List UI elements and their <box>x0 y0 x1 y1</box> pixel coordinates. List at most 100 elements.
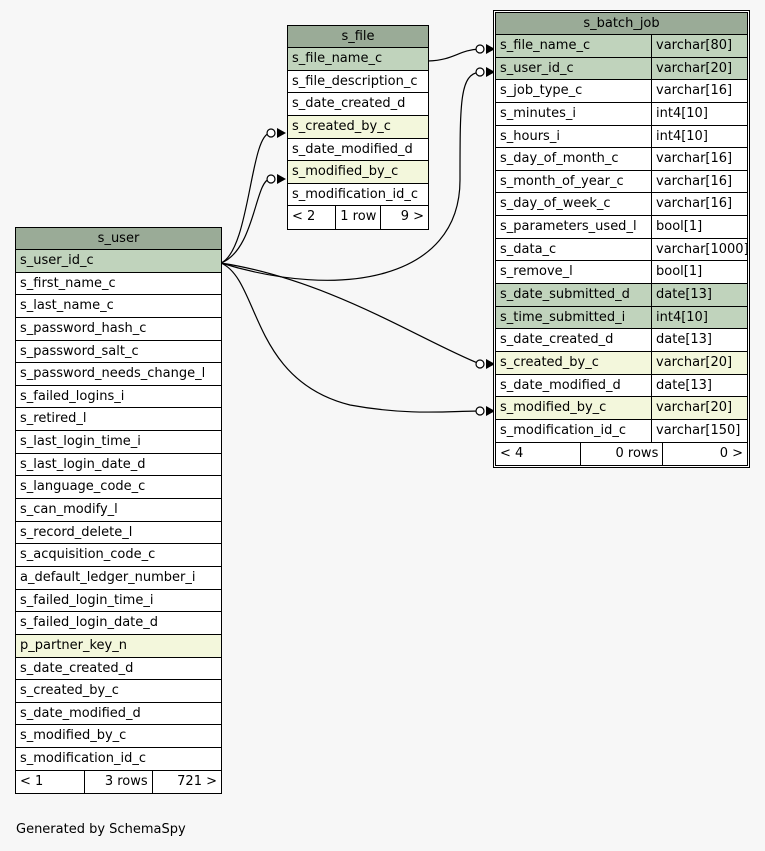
column-type: bool[1] <box>651 216 747 238</box>
column-row[interactable]: p_partner_key_n <box>16 634 221 658</box>
footer-right[interactable]: 9 > <box>400 209 425 225</box>
table-s-user[interactable]: s_user s_user_id_c s_first_name_c s_last_n… <box>15 227 222 795</box>
column-name: s_date_submitted_d <box>500 287 630 303</box>
column-type: varchar[150] <box>651 419 747 442</box>
column-name: a_default_ledger_number_i <box>20 569 196 585</box>
generated-by-note: Generated by SchemaSpy <box>16 822 186 837</box>
table-title[interactable]: s_batch_job <box>496 13 747 35</box>
column-name: s_acquisition_code_c <box>20 547 156 563</box>
column-row[interactable]: s_first_name_c <box>16 273 221 296</box>
column-name: s_user_id_c <box>20 253 94 268</box>
footer-mid[interactable]: 0 rows <box>579 442 664 466</box>
zero-many-marker <box>475 67 485 77</box>
column-row[interactable]: s_date_modified_d <box>288 139 428 162</box>
column-row[interactable]: s_created_by_c <box>16 680 221 703</box>
column-row[interactable]: s_record_delete_l <box>16 522 221 545</box>
column-name: s_failed_logins_i <box>20 388 125 404</box>
column-row[interactable]: s_modification_id_c <box>288 184 428 207</box>
column-row[interactable]: s_date_created_d <box>288 93 428 116</box>
column-name: s_created_by_c <box>20 683 119 699</box>
column-name: s_failed_login_date_d <box>20 615 159 631</box>
column-type: varchar[20] <box>651 397 747 419</box>
column-name: s_date_modified_d <box>20 705 141 721</box>
column-row[interactable]: s_date_modified_d <box>16 703 221 726</box>
column-row[interactable]: s_acquisition_code_c <box>16 544 221 567</box>
column-row[interactable]: s_date_created_d <box>16 658 221 681</box>
column-row[interactable]: s_password_hash_c <box>16 318 221 341</box>
column-name: s_language_code_c <box>20 479 146 495</box>
column-row[interactable]: s_last_login_date_d <box>16 454 221 477</box>
column-name: s_month_of_year_c <box>500 173 624 189</box>
zero-many-marker <box>475 359 485 369</box>
column-row[interactable]: s_language_code_c <box>16 476 221 500</box>
footer-left[interactable]: < 2 <box>292 209 316 225</box>
column-row[interactable]: s_failed_login_time_i <box>16 590 221 613</box>
column-type: date[13] <box>651 329 747 351</box>
column-name: s_last_name_c <box>20 298 114 314</box>
column-type: varchar[16] <box>651 80 747 102</box>
column-row[interactable]: s_modified_by_c <box>16 725 221 749</box>
column-row[interactable]: s_can_modify_l <box>16 499 221 522</box>
footer-right[interactable]: 0 > <box>719 445 744 461</box>
column-row[interactable]: s_last_name_c <box>16 295 221 318</box>
column-row[interactable]: s_retired_l <box>16 408 221 432</box>
table-footer: < 2 1 row 9 > <box>288 206 428 230</box>
column-row[interactable]: s_failed_logins_i <box>16 386 221 409</box>
column-row[interactable]: s_file_description_c <box>288 71 428 94</box>
column-name: s_last_login_date_d <box>20 456 146 472</box>
footer-left[interactable]: < 1 <box>20 773 44 789</box>
edge-user-batch-user-id <box>220 71 481 281</box>
column-row[interactable]: s_created_by_c <box>288 115 428 139</box>
edge-user-batch-created-by <box>220 262 481 365</box>
column-row[interactable]: s_modification_id_c <box>16 748 221 771</box>
column-name: s_modification_id_c <box>292 186 418 202</box>
column-name: s_date_modified_d <box>292 141 413 157</box>
arrow-head <box>486 67 495 77</box>
column-type: varchar[20] <box>651 351 747 374</box>
footer-right[interactable]: 721 > <box>177 773 217 789</box>
footer-mid[interactable]: 3 rows <box>84 770 153 794</box>
column-row[interactable]: a_default_ledger_number_i <box>16 567 221 590</box>
table-title[interactable]: s_user <box>16 228 221 250</box>
edge-user-file-created-by <box>220 132 271 264</box>
edge-user-batch-modified-by <box>220 262 481 413</box>
column-name: s_date_created_d <box>500 332 614 348</box>
column-row[interactable]: s_password_salt_c <box>16 341 221 364</box>
column-name: s_password_needs_change_l <box>20 366 206 382</box>
column-name: s_can_modify_l <box>20 502 118 518</box>
column-row[interactable]: s_date_created_d date[13] <box>496 329 747 352</box>
column-name: s_user_id_c <box>500 60 574 76</box>
column-row[interactable]: s_file_name_c <box>288 48 428 71</box>
footer-left[interactable]: < 4 <box>500 445 524 461</box>
column-row[interactable]: s_last_login_time_i <box>16 431 221 454</box>
column-row[interactable]: s_user_id_c <box>16 250 221 273</box>
column-type: int4[10] <box>651 102 747 125</box>
footer-mid[interactable]: 1 row <box>334 206 382 230</box>
column-row[interactable]: s_modified_by_c <box>288 161 428 184</box>
table-title[interactable]: s_file <box>288 26 428 48</box>
column-type: varchar[16] <box>651 148 747 170</box>
column-type: date[13] <box>651 374 747 397</box>
column-row[interactable]: s_failed_login_date_d <box>16 612 221 635</box>
column-row[interactable]: s_password_needs_change_l <box>16 363 221 386</box>
column-name: s_date_created_d <box>292 96 406 112</box>
